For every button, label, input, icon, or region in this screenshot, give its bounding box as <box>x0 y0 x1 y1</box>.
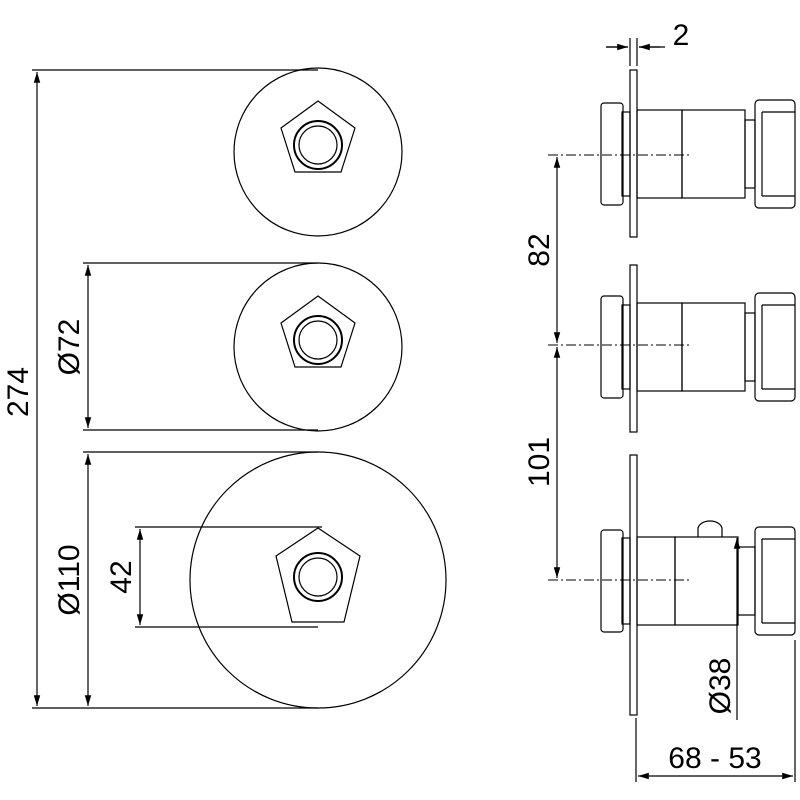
dimension-spacing-top: 82 <box>523 233 556 266</box>
dimension-spacing-bottom: 101 <box>523 437 556 487</box>
front-view: 274 Ø72 Ø110 42 <box>2 67 447 709</box>
side-valve-middle <box>600 264 796 433</box>
dimension-plate-thickness: 2 <box>673 19 690 52</box>
side-valve-bottom <box>600 454 796 716</box>
middle-control-plate <box>233 262 403 432</box>
top-control-plate <box>233 67 403 237</box>
dimension-depth-range: 68 - 53 <box>668 742 761 775</box>
dimension-cap-diameter: Ø38 <box>704 658 737 715</box>
dimension-handle-size: 42 <box>105 560 138 593</box>
bottom-mixer-plate <box>189 451 447 709</box>
dimension-overall-height: 274 <box>2 367 35 417</box>
dimension-small-diameter: Ø72 <box>53 319 86 376</box>
side-view: 82 101 2 Ø38 68 - 53 <box>523 19 796 782</box>
dimension-large-diameter: Ø110 <box>53 544 86 615</box>
side-valve-top <box>600 69 796 238</box>
